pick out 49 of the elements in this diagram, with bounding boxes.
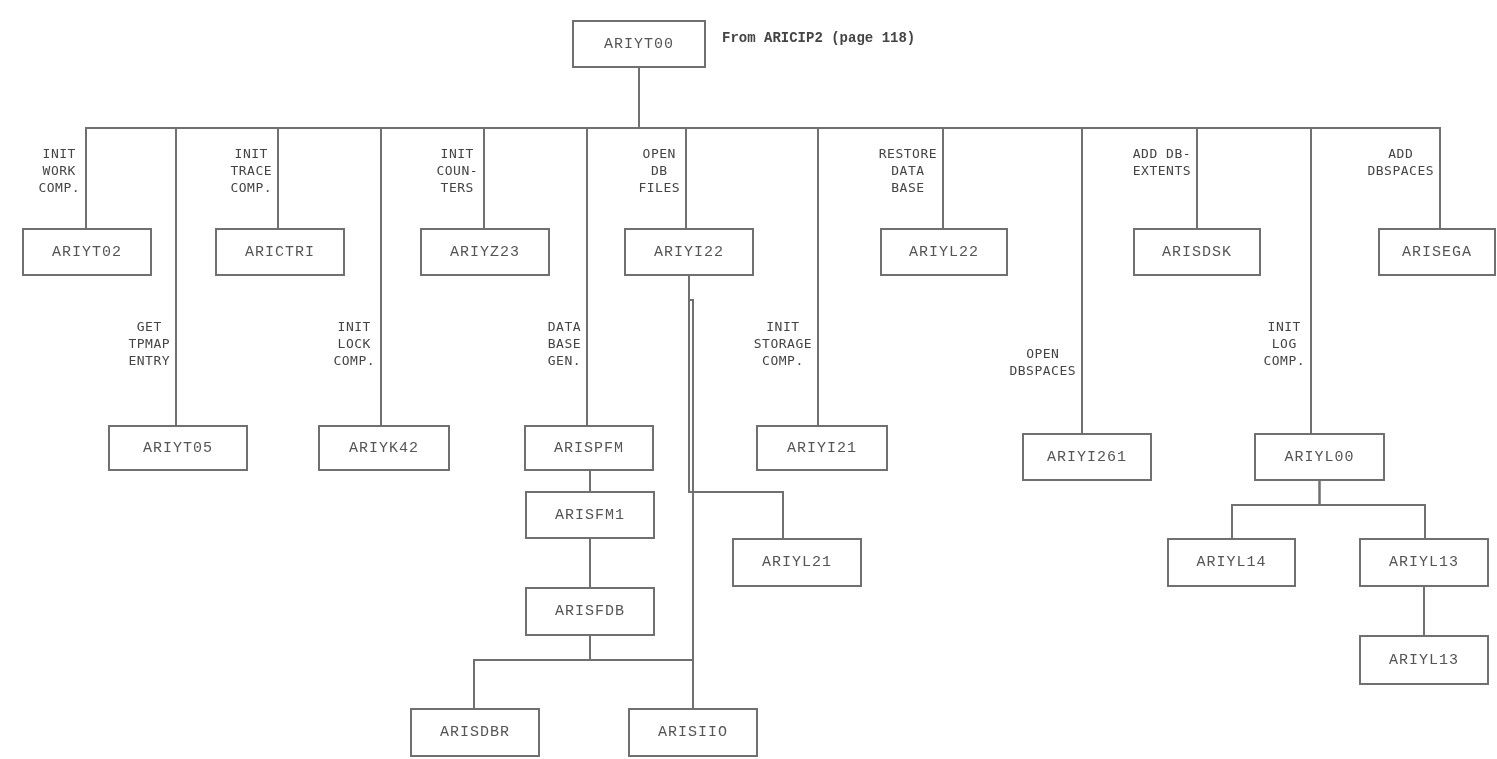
module-name: ARIYK42 (349, 439, 419, 457)
module-name: ARIYL21 (762, 554, 832, 571)
module-name: ARIYL22 (909, 243, 979, 261)
module-box (525, 587, 655, 636)
module-box (1022, 433, 1152, 481)
module-name: ARICTRI (245, 243, 315, 261)
module-name: ARIYL13 (1389, 651, 1459, 669)
module-box (756, 425, 888, 471)
module-box (1359, 635, 1489, 685)
connector-line (1423, 586, 1425, 636)
module-box (880, 228, 1008, 276)
module-name: ARIYT05 (143, 439, 213, 457)
module-name: ARISFDB (555, 603, 625, 620)
connector-line (589, 538, 591, 588)
module-name: ARISFM1 (555, 506, 625, 524)
module-name: ARISDBR (440, 724, 510, 741)
module-box (108, 425, 248, 471)
module-name: ARISIIO (658, 724, 728, 741)
source-note: From ARICIP2 (page 118) (722, 30, 916, 46)
module-name: ARIYL14 (1196, 554, 1267, 571)
module-box (1167, 538, 1296, 587)
module-box (732, 538, 862, 587)
module-name: ARISDSK (1162, 243, 1232, 261)
module-box (410, 708, 540, 757)
module-box (420, 228, 550, 276)
module-box (624, 228, 754, 276)
module-name: ARIYZ23 (450, 243, 520, 261)
module-box (22, 228, 152, 276)
module-name: ARISPFM (554, 439, 624, 457)
module-box (628, 708, 758, 757)
module-box (1378, 228, 1496, 276)
module-name: ARISEGA (1402, 243, 1472, 261)
module-box (572, 20, 706, 68)
module-name: ARIYT02 (52, 243, 122, 261)
module-box (525, 491, 655, 539)
connector-line (1318, 480, 1426, 539)
module-name: ARIYL13 (1389, 554, 1459, 571)
module-box (524, 425, 654, 471)
module-box (1133, 228, 1261, 276)
module-box (215, 228, 345, 276)
module-box (1359, 538, 1489, 587)
connector-line (588, 469, 591, 492)
module-name: ARIYI22 (654, 243, 724, 261)
module-name: ARIYI21 (787, 439, 857, 457)
module-box (1254, 433, 1385, 481)
module-name: ARIYL00 (1284, 448, 1355, 466)
module-name: ARIYT00 (604, 35, 674, 53)
module-box (318, 425, 450, 471)
module-name: ARIYI261 (1047, 448, 1127, 466)
